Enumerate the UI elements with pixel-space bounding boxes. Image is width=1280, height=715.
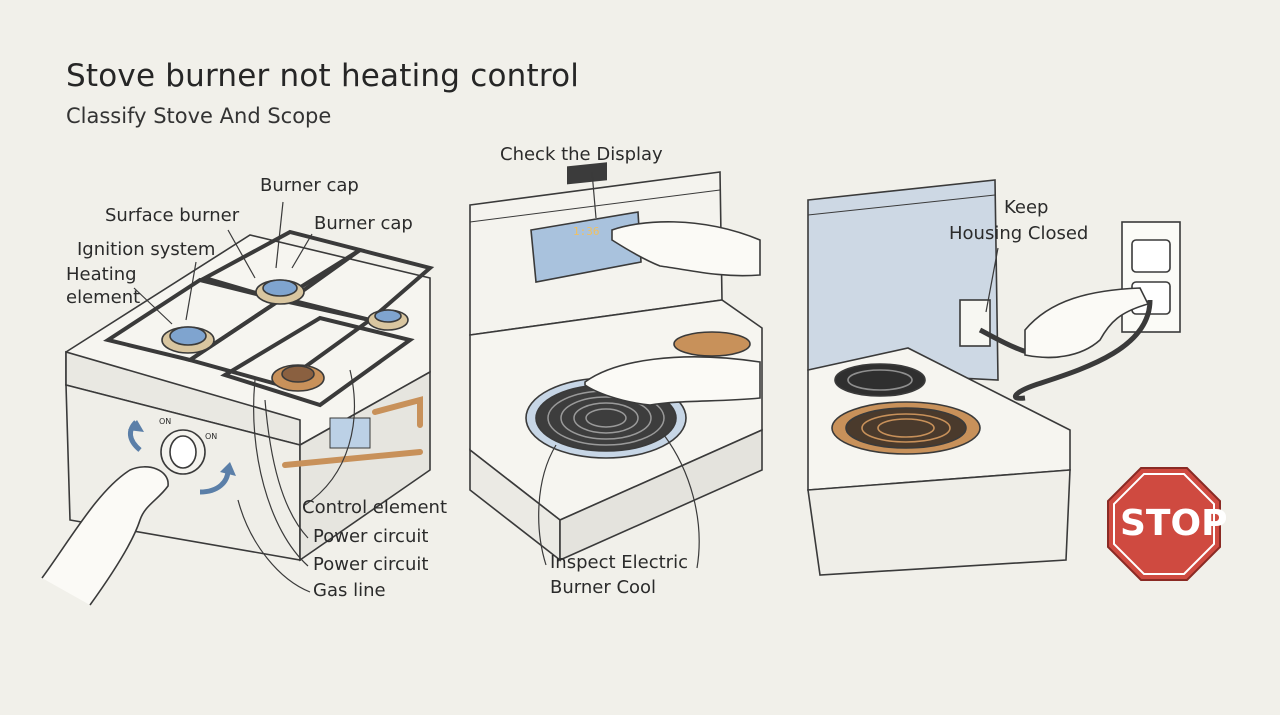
label-heating-element-line2: element bbox=[66, 287, 141, 308]
electric-stove-illustration bbox=[469, 162, 763, 569]
label-surface-burner: Surface burner bbox=[105, 205, 240, 226]
label-ignition-system: Ignition system bbox=[77, 239, 216, 260]
gas-stove-illustration bbox=[41, 201, 435, 606]
label-burner-cap-right: Burner cap bbox=[314, 213, 413, 234]
outlet-safety-illustration bbox=[807, 179, 1221, 581]
label-inspect-line1: Inspect Electric bbox=[550, 552, 688, 573]
label-control-element: Control element bbox=[302, 497, 448, 518]
label-power-circuit-1: Power circuit bbox=[313, 526, 429, 547]
label-check-display: Check the Display bbox=[500, 144, 663, 165]
label-keep: Keep bbox=[1004, 197, 1049, 218]
label-power-circuit-2: Power circuit bbox=[313, 554, 429, 575]
label-heating-element-line1: Heating bbox=[66, 264, 137, 285]
page-subtitle: Classify Stove And Scope bbox=[66, 104, 332, 128]
knob-mark-right: ON bbox=[205, 432, 218, 441]
label-gas-line: Gas line bbox=[313, 580, 386, 601]
page-title: Stove burner not heating control bbox=[66, 58, 580, 94]
label-inspect-line2: Burner Cool bbox=[550, 577, 657, 598]
stop-sign-icon bbox=[1107, 467, 1221, 581]
knob-mark-left: ON bbox=[159, 417, 172, 426]
stop-sign-text: STOP bbox=[1120, 503, 1228, 544]
stove-display-readout: 1:36 bbox=[573, 225, 600, 238]
label-burner-cap-top: Burner cap bbox=[260, 175, 359, 196]
label-housing-closed: Housing Closed bbox=[949, 223, 1089, 244]
